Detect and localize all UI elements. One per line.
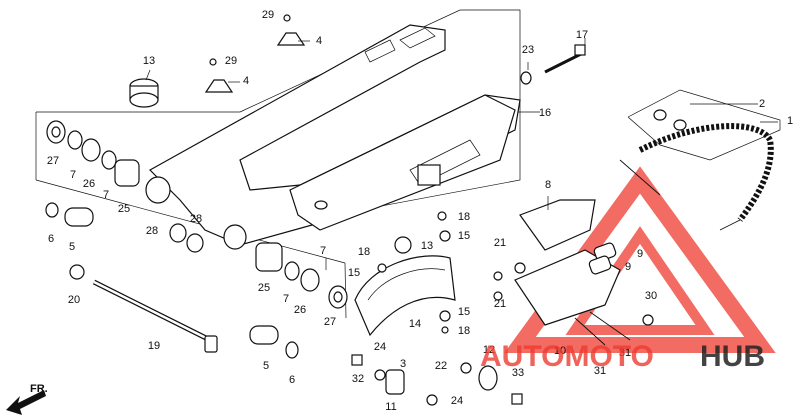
- part-label-24: 24: [374, 341, 386, 353]
- direction-label: FR.: [30, 383, 48, 395]
- part-label-7: 7: [103, 189, 109, 201]
- part-label-7: 7: [320, 245, 326, 257]
- part-label-1: 1: [787, 115, 793, 127]
- part-label-25: 25: [258, 282, 270, 294]
- chain-slider: [354, 236, 456, 337]
- part-label-10: 10: [554, 345, 566, 357]
- part-label-7: 7: [283, 293, 289, 305]
- part-label-15: 15: [458, 306, 470, 318]
- part-label-13: 13: [143, 55, 155, 67]
- part-label-25: 25: [118, 203, 130, 215]
- part-label-11: 11: [385, 401, 396, 413]
- part-label-9: 9: [625, 261, 631, 273]
- part-label-33: 33: [512, 367, 524, 379]
- part-label-31: 31: [594, 365, 606, 377]
- pivot-bearings-right: [169, 223, 348, 309]
- part-label-15: 15: [458, 230, 470, 242]
- part-label-17: 17: [576, 29, 588, 41]
- bolt-17: [520, 44, 586, 85]
- part-label-26: 26: [83, 178, 95, 190]
- part-label-26: 26: [294, 304, 306, 316]
- part-label-29: 29: [262, 9, 274, 21]
- part-label-20: 20: [68, 294, 80, 306]
- drive-chain: [619, 109, 774, 231]
- part-label-27: 27: [47, 155, 59, 167]
- pivot-bearings-left: [46, 120, 171, 204]
- watermark-word-hub: HUB: [700, 340, 765, 373]
- part-label-3: 3: [400, 358, 406, 370]
- part-label-21: 21: [494, 298, 506, 310]
- part-label-2: 2: [759, 98, 765, 110]
- part-label-28: 28: [190, 213, 202, 225]
- part-label-4: 4: [243, 75, 249, 87]
- part-label-15: 15: [348, 267, 360, 279]
- part-label-4: 4: [316, 35, 322, 47]
- assembly-outline-chain: [627, 89, 781, 161]
- part-label-18: 18: [458, 325, 470, 337]
- part-label-12: 12: [483, 344, 495, 356]
- leader-lines: [145, 38, 778, 270]
- spacers-left: [45, 202, 94, 280]
- part-label-18: 18: [458, 211, 470, 223]
- part-label-23: 23: [522, 44, 534, 56]
- bottom-hardware: [351, 211, 654, 406]
- part-label-30: 30: [645, 290, 657, 302]
- pivot-bolt: [92, 279, 218, 353]
- part-label-19: 19: [148, 340, 160, 352]
- watermark-word-automoto: AUTOMOTO: [480, 340, 654, 373]
- part-label-8: 8: [545, 179, 551, 191]
- part-label-13: 13: [421, 240, 433, 252]
- part-label-22: 22: [435, 360, 447, 372]
- part-label-5: 5: [69, 241, 75, 253]
- part-label-27: 27: [324, 316, 336, 328]
- part-label-5: 5: [263, 360, 269, 372]
- part-label-7: 7: [70, 169, 76, 181]
- part-label-31: 31: [619, 347, 631, 359]
- part-label-24: 24: [451, 395, 463, 407]
- spacers-bottom: [249, 325, 299, 359]
- front-direction-arrow: [6, 390, 46, 415]
- part-label-16: 16: [539, 107, 551, 119]
- chain-guide: [514, 199, 631, 346]
- part-label-18: 18: [358, 246, 370, 258]
- swingarm-body: [149, 24, 521, 246]
- part-label-32: 32: [352, 373, 364, 385]
- part-label-6: 6: [48, 233, 54, 245]
- part-label-28: 28: [146, 225, 158, 237]
- watermark-wordmark: AUTOMOTO HUB: [480, 340, 765, 373]
- bushing-and-brackets: [129, 14, 306, 108]
- part-label-29: 29: [225, 55, 237, 67]
- part-label-9: 9: [637, 248, 643, 260]
- part-label-6: 6: [289, 374, 295, 386]
- part-label-21: 21: [494, 237, 506, 249]
- part-label-14: 14: [409, 318, 421, 330]
